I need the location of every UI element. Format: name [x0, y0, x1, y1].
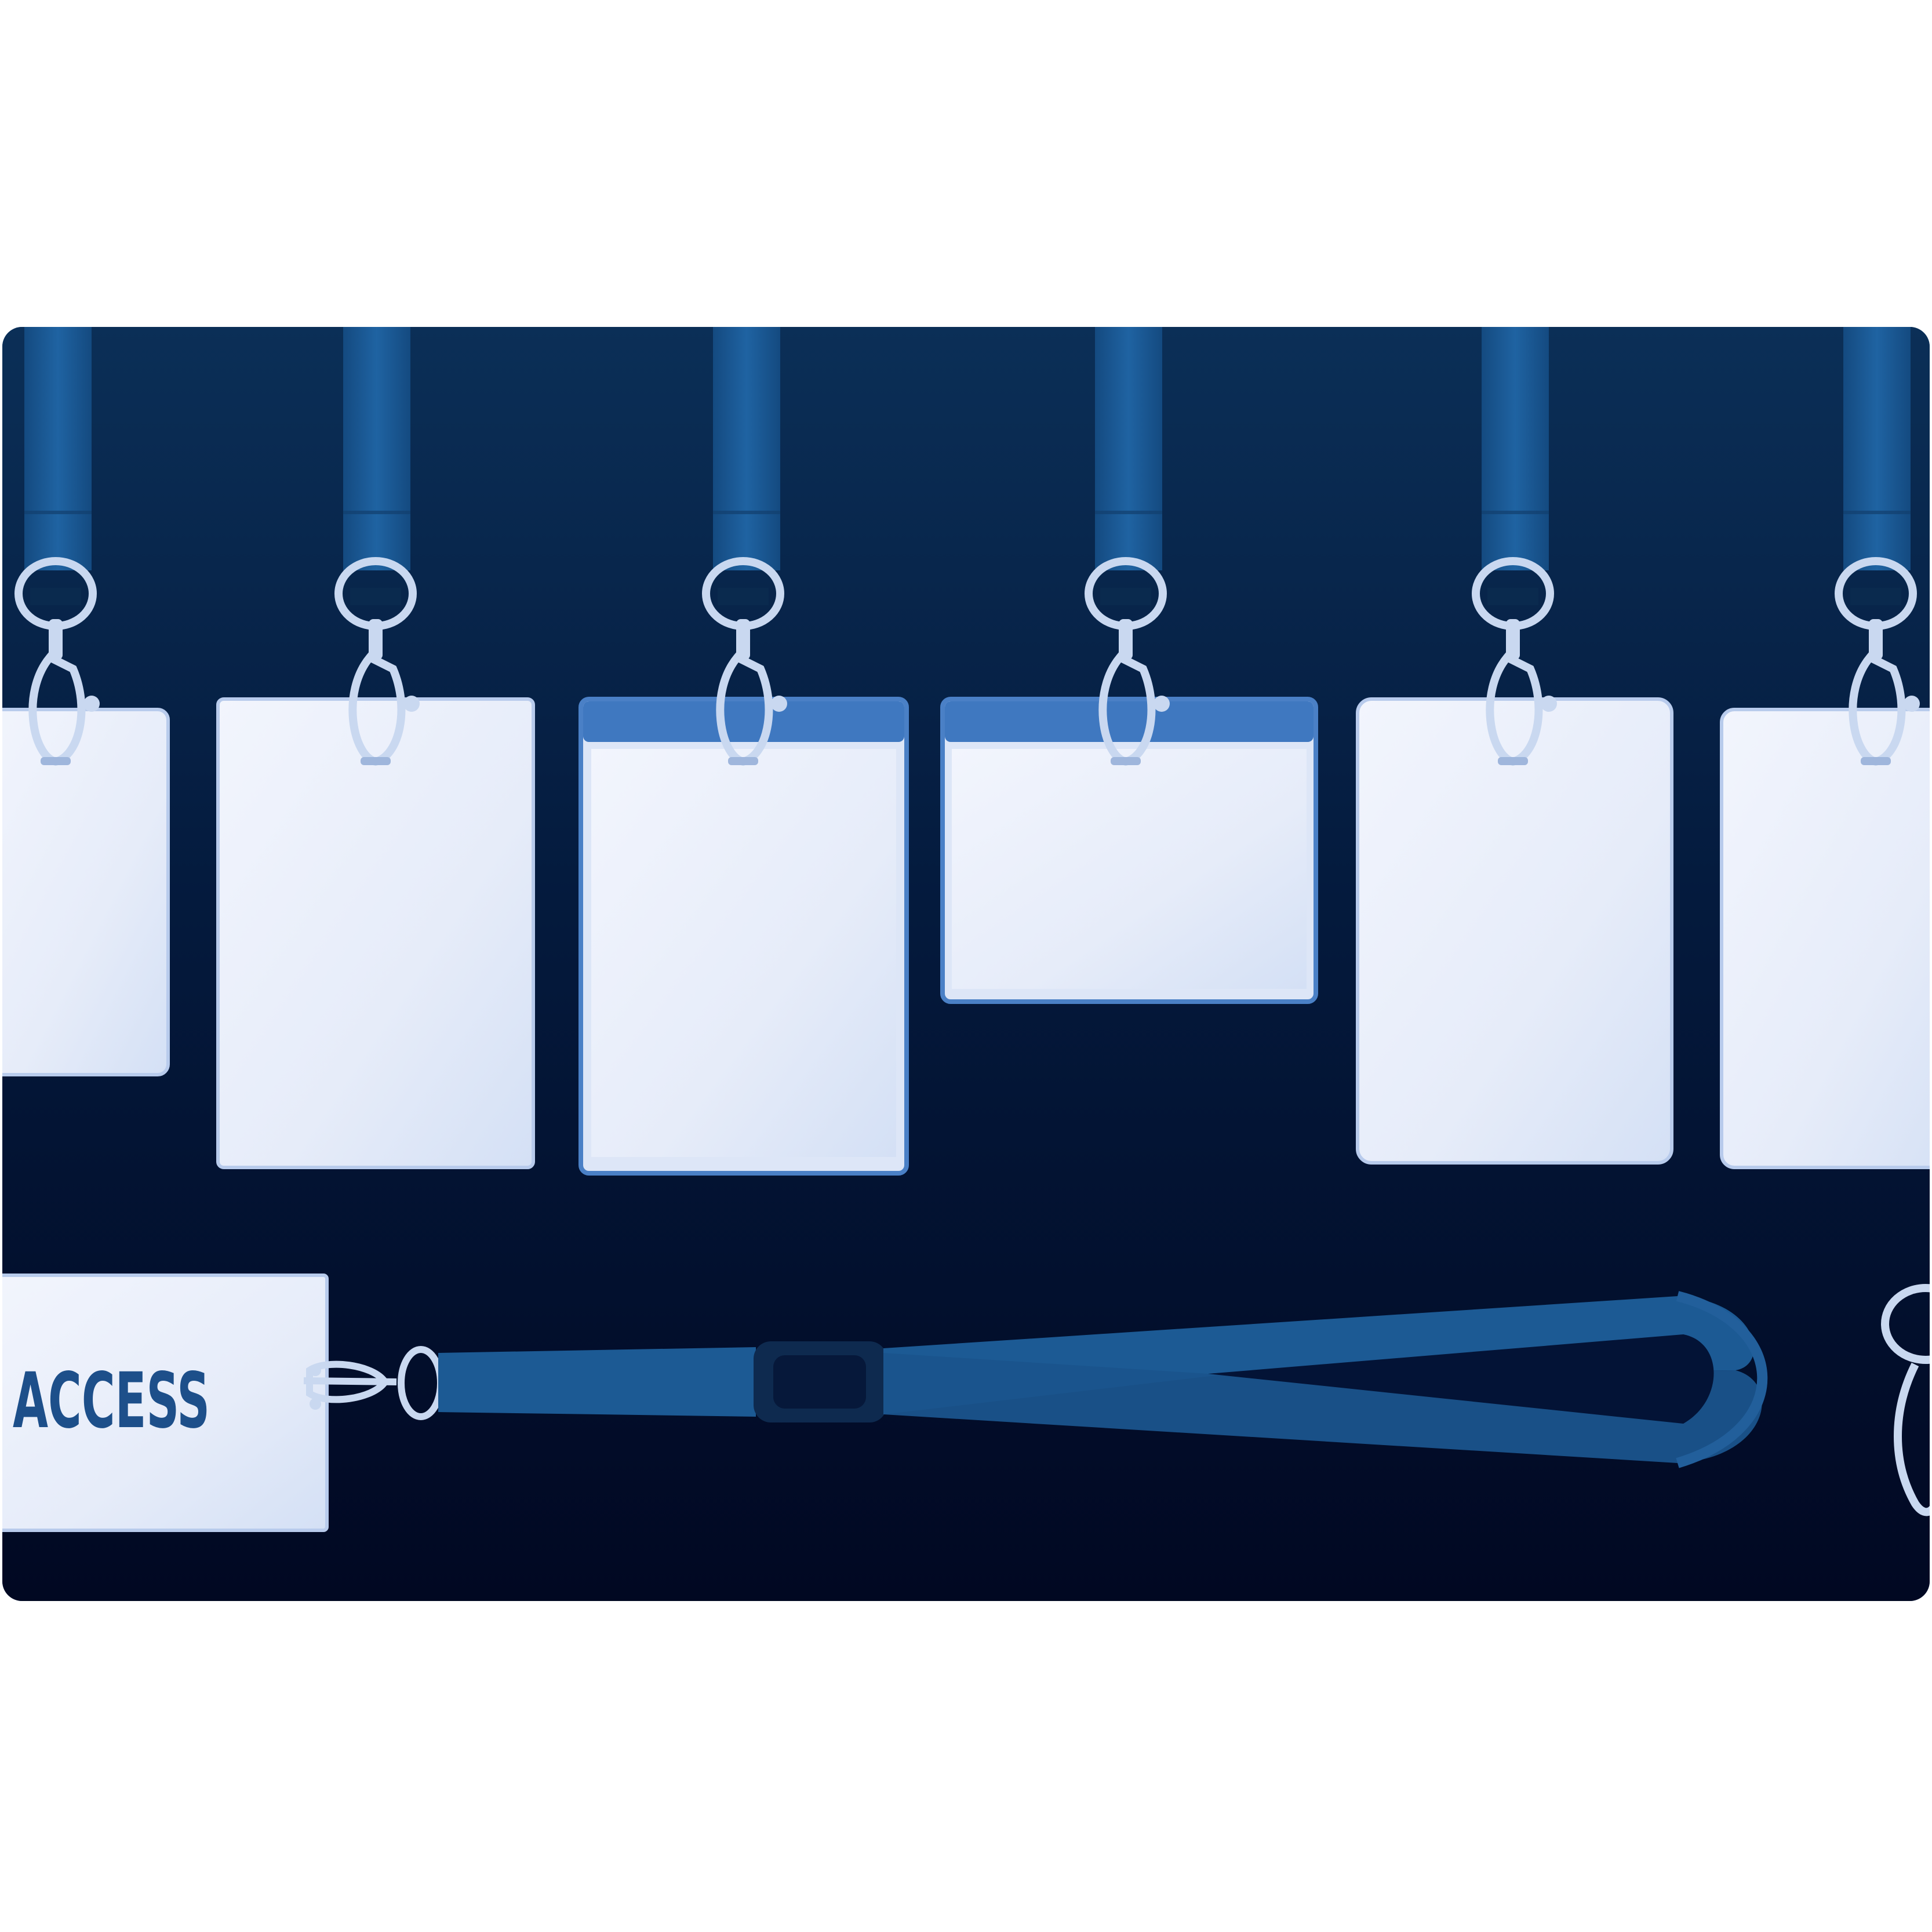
badge-access-text: ACCESS [13, 1356, 210, 1446]
photo-card: ACCESS [2, 327, 1930, 1601]
strap-group [24, 327, 1911, 570]
lanyard-photo: ACCESS [2, 327, 1930, 1601]
